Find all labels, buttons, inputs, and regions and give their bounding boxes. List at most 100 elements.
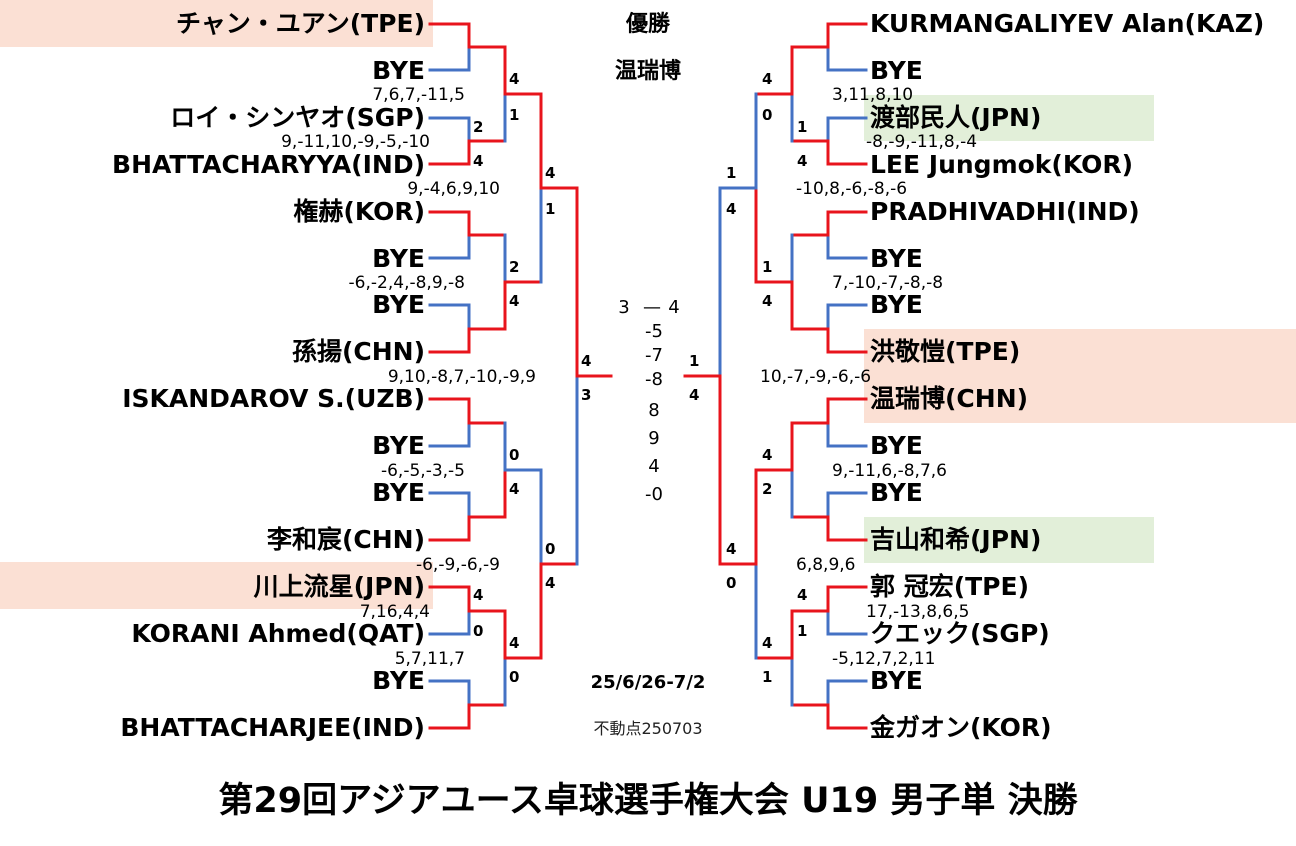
right-player: BYE <box>870 666 923 695</box>
score: 4 <box>762 70 772 88</box>
score: 4 <box>726 200 736 218</box>
final-game: -8 <box>645 369 663 390</box>
event-dates: 25/6/26-7/2 <box>591 672 706 693</box>
score: 4 <box>762 634 772 652</box>
left-player: BYE <box>372 290 425 319</box>
left-player: 孫揚(CHN) <box>292 337 425 366</box>
right-player: BYE <box>870 478 923 507</box>
right-player: 吉山和希(JPN) <box>870 525 1041 554</box>
left-player: BYE <box>372 56 425 85</box>
match-detail: -8,-9,-11,8,-4 <box>866 132 977 152</box>
match-detail: 3,11,8,10 <box>832 85 913 105</box>
highlight-right-8 <box>864 329 1296 423</box>
match-detail: 10,-7,-9,-6,-6 <box>760 367 871 387</box>
right-player: BYE <box>870 56 923 85</box>
right-player: クエック(SGP) <box>870 619 1050 648</box>
highlight-right-12 <box>864 517 1154 563</box>
right-players: KURMANGALIYEV Alan(KAZ) BYE 渡部民人(JPN) LE… <box>869 9 1264 742</box>
match-detail: 7,-10,-7,-8,-8 <box>832 273 943 293</box>
right-player: 温瑞博(CHN) <box>870 384 1028 413</box>
left-player: BYE <box>372 478 425 507</box>
match-detail: 17,-13,8,6,5 <box>866 602 969 622</box>
match-detail: 5,7,11,7 <box>395 649 465 669</box>
highlight-left-13 <box>0 562 433 609</box>
match-detail: 7,6,7,-11,5 <box>372 85 465 105</box>
score: 1 <box>797 118 807 136</box>
score: 0 <box>726 574 736 592</box>
score: 1 <box>762 668 772 686</box>
score: 1 <box>509 106 519 124</box>
score: 4 <box>762 446 772 464</box>
score: 0 <box>545 540 555 558</box>
score: 3 <box>581 386 591 404</box>
match-detail: -10,8,-6,-8,-6 <box>796 179 907 199</box>
match-detail: 9,-4,6,9,10 <box>407 179 500 199</box>
left-player: KORANI Ahmed(QAT) <box>131 619 425 648</box>
right-player: LEE Jungmok(KOR) <box>870 150 1133 179</box>
left-players: チャン・ユアン(TPE) BYE ロイ・シンヤオ(SGP) BHATTACHAR… <box>112 9 425 742</box>
highlight-right-3 <box>864 95 1154 141</box>
left-r1-scores: 4 1 2 4 2 4 0 4 4 0 4 0 <box>473 70 519 686</box>
score: 0 <box>473 622 483 640</box>
match-detail: 9,-11,6,-8,7,6 <box>832 461 947 481</box>
score: 1 <box>726 164 736 182</box>
final-left-total: 3 <box>618 297 629 318</box>
right-player: 洪敬愷(TPE) <box>870 337 1020 366</box>
right-player: BYE <box>870 244 923 273</box>
score: 4 <box>509 480 519 498</box>
left-player: BYE <box>372 244 425 273</box>
match-detail: 9,-11,10,-9,-5,-10 <box>281 132 430 152</box>
final-game: 9 <box>648 428 659 449</box>
left-player: ロイ・シンヤオ(SGP) <box>170 103 425 132</box>
final-game: -7 <box>645 345 663 366</box>
score: 4 <box>473 152 483 170</box>
left-player: BHATTACHARJEE(IND) <box>120 713 425 742</box>
left-player: 権赫(KOR) <box>293 197 425 226</box>
score: 4 <box>509 292 519 310</box>
score: 2 <box>762 480 772 498</box>
score: 1 <box>797 622 807 640</box>
right-player: 郭 冠宏(TPE) <box>870 572 1029 601</box>
match-detail: 6,8,9,6 <box>796 555 855 575</box>
score: 0 <box>509 446 519 464</box>
score: 0 <box>762 106 772 124</box>
right-player: 渡部民人(JPN) <box>870 103 1041 132</box>
match-detail: -6,-5,-3,-5 <box>381 461 465 481</box>
score: 4 <box>581 352 591 370</box>
score: 4 <box>762 292 772 310</box>
final-game: -0 <box>645 484 663 505</box>
final-game: -5 <box>645 321 663 342</box>
right-player: 金ガオン(KOR) <box>869 713 1052 742</box>
right-player: PRADHIVADHI(IND) <box>870 197 1140 226</box>
score: 4 <box>473 586 483 604</box>
final-scores: 4 3 1 4 <box>581 352 699 404</box>
score: 1 <box>762 258 772 276</box>
final-game: 8 <box>648 400 659 421</box>
match-detail: 9,10,-8,7,-10,-9,9 <box>388 367 536 387</box>
right-player: BYE <box>870 290 923 319</box>
left-player: BYE <box>372 666 425 695</box>
highlight-left-1 <box>0 0 433 47</box>
left-player: ISKANDAROV S.(UZB) <box>122 384 425 413</box>
right-player: KURMANGALIYEV Alan(KAZ) <box>870 9 1264 38</box>
left-player: BHATTACHARYYA(IND) <box>112 150 425 179</box>
right-details: 3,11,8,10 -8,-9,-11,8,-4 -10,8,-6,-8,-6 … <box>760 85 977 669</box>
right-r1-scores: 4 0 1 4 1 4 4 2 4 1 4 1 <box>762 70 807 686</box>
left-details: 7,6,7,-11,5 9,-11,10,-9,-5,-10 9,-4,6,9,… <box>281 85 536 669</box>
score: 4 <box>797 586 807 604</box>
score: 1 <box>689 352 699 370</box>
left-player: 李和宸(CHN) <box>267 525 425 554</box>
champion-name: 温瑞博 <box>615 58 681 84</box>
right-r2-scores: 1 4 4 0 <box>726 164 736 592</box>
score: 4 <box>509 70 519 88</box>
match-detail: -6,-9,-6,-9 <box>416 555 500 575</box>
match-detail: 7,16,4,4 <box>360 602 430 622</box>
final-dash: — <box>643 297 661 318</box>
left-player: BYE <box>372 431 425 460</box>
bracket-lines <box>428 22 868 730</box>
score: 1 <box>545 200 555 218</box>
final-game: 4 <box>648 456 659 477</box>
match-detail: -5,12,7,2,11 <box>832 649 935 669</box>
left-player: 川上流星(JPN) <box>254 572 425 601</box>
